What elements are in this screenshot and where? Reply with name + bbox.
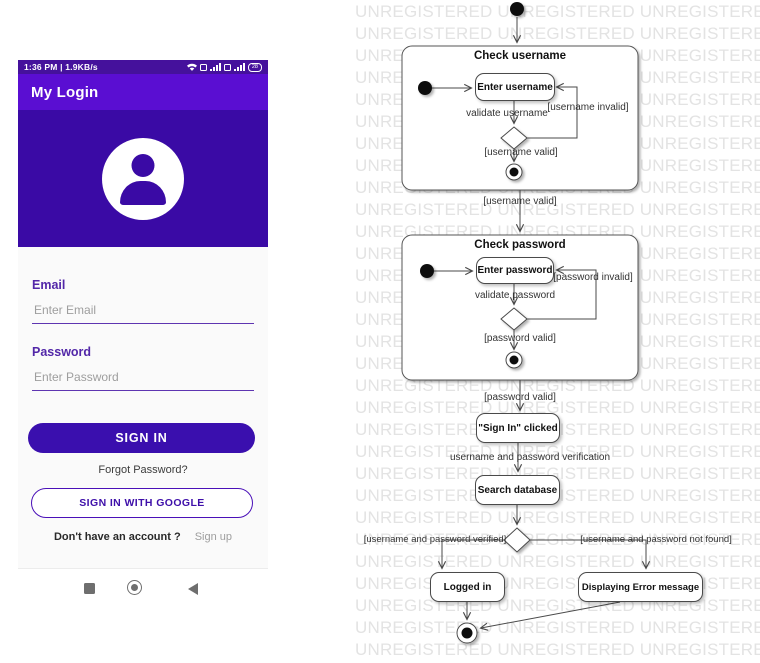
edge-error-to-final: [481, 601, 621, 628]
diagram-canvas: [401, 2, 760, 644]
frame2-title: Check password: [474, 239, 566, 251]
email-field[interactable]: [32, 300, 254, 324]
forgot-password-link[interactable]: Forgot Password?: [98, 464, 188, 476]
edge-label-verified: [username and password verified]: [363, 534, 507, 545]
password-field[interactable]: [32, 367, 254, 391]
hero-section: [18, 110, 268, 247]
app-title: My Login: [31, 83, 99, 101]
edge-label-password-valid-out: [password valid]: [484, 392, 556, 403]
node-error-message: Displaying Error message: [578, 572, 703, 602]
battery-icon: 28: [247, 62, 262, 72]
email-label: Email: [32, 278, 66, 292]
decision-database: [503, 527, 531, 553]
edge-label-password-valid: [password valid]: [484, 333, 556, 344]
edge-label-verification: username and password verification: [449, 452, 611, 463]
initial-node-frame2: [420, 264, 434, 278]
edge-label-username-invalid: [username invalid]: [547, 102, 629, 113]
edge-not-found-branch: [530, 539, 646, 568]
google-sign-in-button[interactable]: SIGN IN WITH GOOGLE: [31, 488, 253, 518]
initial-node-frame1: [418, 81, 432, 95]
edge-password-invalid-loop: [527, 270, 597, 320]
final-node-frame1: [505, 163, 523, 181]
account-row: Don't have an account ? Sign up: [18, 531, 268, 543]
node-enter-password: Enter password: [476, 257, 554, 284]
volte-icon-2: [223, 63, 231, 71]
volte-icon: [199, 63, 207, 71]
edge-username-invalid-loop: [527, 87, 578, 139]
edge-verified-branch: [442, 539, 504, 568]
signal-bars-icon: [209, 63, 221, 71]
edge-label-password-invalid: [password invalid]: [553, 272, 633, 283]
no-account-text: Don't have an account ?: [53, 531, 181, 543]
user-avatar-icon: [102, 137, 184, 220]
recents-button-icon[interactable]: [84, 583, 95, 594]
signal-bars-icon-2: [233, 63, 245, 71]
edge-label-validate-password: validate password: [474, 290, 556, 301]
decision-password: [500, 307, 528, 331]
status-icons: 28: [186, 62, 262, 72]
node-search-database: Search database: [475, 475, 560, 505]
password-label: Password: [32, 345, 92, 359]
node-sign-in-clicked: "Sign In" clicked: [476, 413, 560, 443]
final-node-frame2: [505, 351, 523, 369]
final-node: [456, 622, 478, 644]
edge-label-username-valid: [username valid]: [484, 147, 558, 158]
app-bar: My Login: [18, 74, 268, 110]
edge-label-username-valid-out: [username valid]: [483, 196, 557, 207]
frame1-title: Check username: [473, 50, 567, 62]
edge-label-not-found: [username and password not found]: [580, 534, 732, 545]
node-enter-username: Enter username: [475, 73, 555, 101]
status-time-network: 1:36 PM | 1.9KB/s: [24, 62, 98, 72]
initial-node: [510, 2, 524, 16]
wifi-icon: [186, 63, 197, 71]
edge-label-validate-username: validate username: [466, 108, 548, 119]
activity-diagram: UNREGISTERED UNREGISTERED UNREGISTERED U…: [355, 0, 760, 663]
sign-in-button[interactable]: SIGN IN: [28, 423, 255, 453]
android-nav-bar: [18, 568, 268, 610]
phone-login-screen: 1:36 PM | 1.9KB/s 28 My Login: [18, 60, 268, 610]
sign-up-link[interactable]: Sign up: [194, 531, 232, 543]
back-button-icon[interactable]: [188, 583, 198, 595]
status-bar: 1:36 PM | 1.9KB/s 28: [18, 60, 268, 74]
home-button-icon[interactable]: [127, 580, 142, 595]
node-logged-in: Logged in: [430, 572, 505, 602]
decision-username: [500, 126, 528, 150]
